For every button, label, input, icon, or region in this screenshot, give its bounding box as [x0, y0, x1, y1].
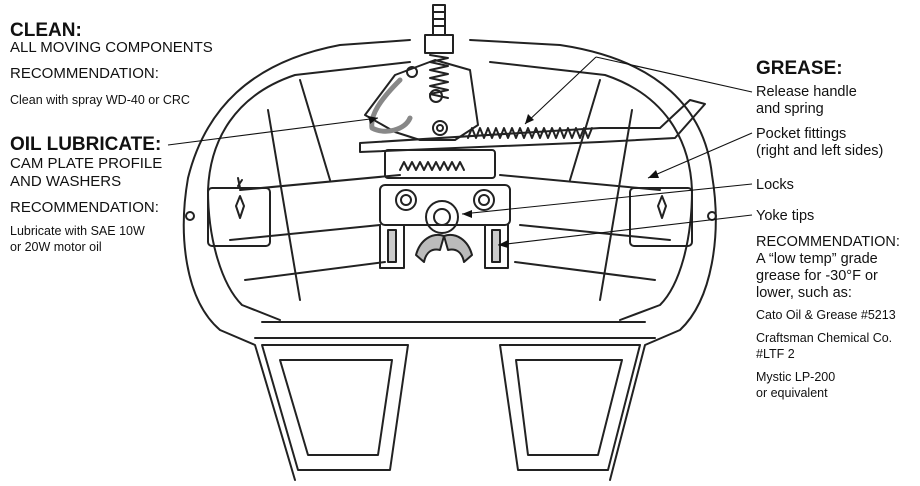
oil-subheading-line-1: CAM PLATE PROFILE	[10, 155, 163, 172]
hitch-plate-outline	[182, 39, 717, 481]
product-2-line-2: #LTF 2	[756, 347, 795, 361]
pocket-fittings-line-1: Pocket fittings	[756, 126, 847, 142]
clean-recommendation-text: Clean with spray WD-40 or CRC	[10, 93, 190, 107]
product-3-line-2: or equivalent	[756, 386, 828, 400]
grease-recommendation-line-2: grease for -30°F or	[756, 268, 878, 284]
product-2-line-1: Craftsman Chemical Co.	[756, 331, 893, 345]
lower-spring	[399, 161, 465, 171]
clean-heading: CLEAN:	[10, 20, 82, 41]
release-handle-line-2: and spring	[756, 101, 824, 117]
lock-housing	[379, 184, 511, 226]
right-leg	[499, 344, 641, 471]
left-leg-inner	[279, 359, 393, 456]
leader-release-spring	[524, 56, 597, 125]
oil-recommendation-label: RECOMMENDATION:	[10, 199, 159, 216]
clean-subheading: ALL MOVING COMPONENTS	[10, 39, 213, 56]
right-leg-inner	[515, 359, 623, 456]
leader-locks	[461, 183, 753, 215]
grease-recommendation-label: RECOMMENDATION:	[756, 234, 900, 250]
grease-recommendation-line-3: lower, such as:	[756, 285, 852, 301]
product-3-line-1: Mystic LP-200	[756, 370, 836, 384]
left-lock-pin	[395, 189, 417, 211]
king-pin-locks	[425, 200, 459, 234]
clean-recommendation-label: RECOMMENDATION:	[10, 65, 159, 82]
oil-subheading-line-2: AND WASHERS	[10, 173, 122, 190]
yoke-tips-label: Yoke tips	[756, 208, 815, 224]
release-handle-line-1: Release handle	[756, 84, 857, 100]
oil-recommendation-line-1: Lubricate with SAE 10W	[10, 224, 145, 238]
left-yoke	[415, 234, 445, 263]
left-leg	[261, 344, 409, 471]
leader-oil-lubricate	[167, 117, 379, 146]
leader-pocket-fittings	[647, 132, 753, 179]
release-spring	[467, 127, 593, 139]
locks-label: Locks	[756, 177, 794, 193]
grease-recommendation-line-1: A “low temp” grade	[756, 251, 878, 267]
leader-release-handle	[595, 56, 753, 93]
pocket-fittings-line-2: (right and left sides)	[756, 143, 884, 159]
right-lock-pin	[473, 189, 495, 211]
grease-heading: GREASE:	[756, 58, 843, 79]
product-1: Cato Oil & Grease #5213	[756, 308, 896, 322]
oil-lubricate-heading: OIL LUBRICATE:	[10, 134, 162, 155]
right-pocket	[629, 187, 693, 247]
oil-recommendation-line-2: or 20W motor oil	[10, 240, 102, 254]
release-handle-rod	[359, 99, 706, 153]
hitch-inner-outline	[207, 61, 693, 321]
right-yoke	[443, 234, 473, 263]
leader-yoke-tips	[497, 214, 753, 246]
crossbar	[254, 321, 656, 339]
